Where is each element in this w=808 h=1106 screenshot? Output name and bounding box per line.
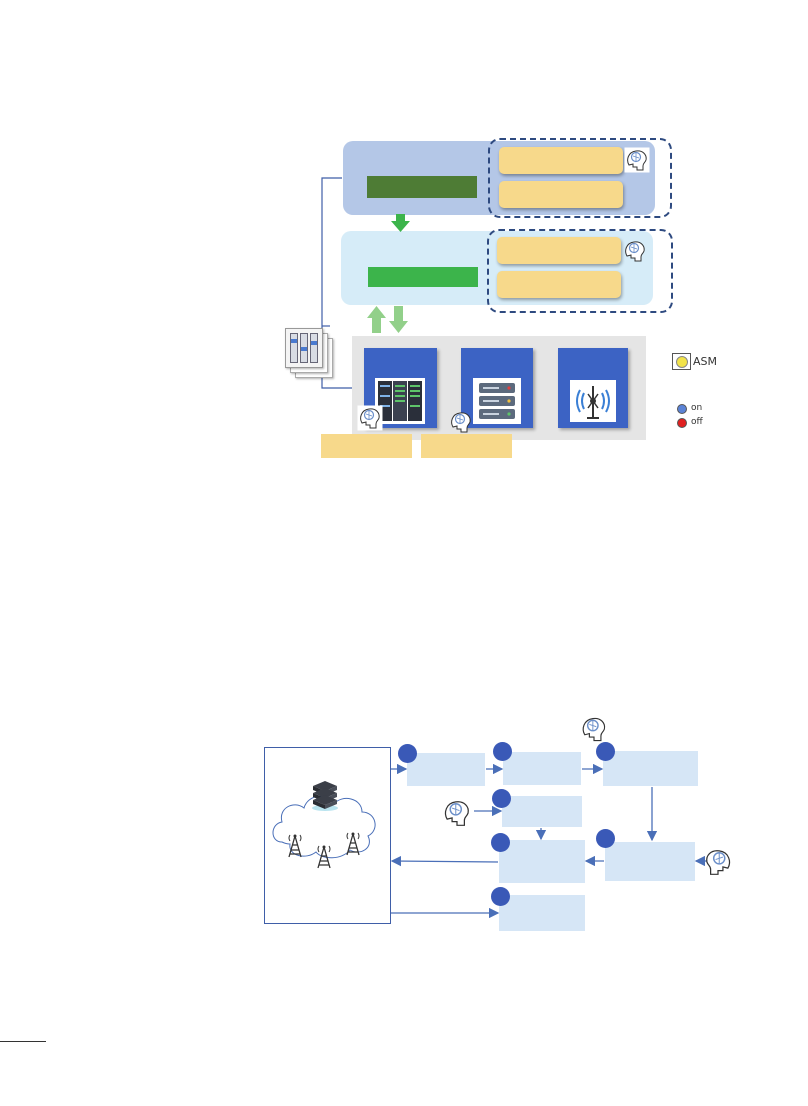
cell-tower-icon [346,832,360,856]
stacked-cards-icon [285,328,335,380]
brain-icon [624,147,650,173]
footer-rule [0,1041,46,1042]
top-ai-group [488,138,672,218]
step-circle-7 [491,887,510,906]
brain-icon [357,405,383,431]
step-circle-2 [493,742,512,761]
step-circle-6 [596,829,615,848]
flow-step-box-4 [502,796,582,827]
step-circle-5 [491,833,510,852]
flow-step-box-1 [407,753,485,786]
flow-step-box-7 [499,895,585,931]
legend-on-dot [677,404,687,414]
cloud-icon [272,795,376,859]
legend-off-label: off [691,417,703,427]
step-circle-1 [398,744,417,763]
server-rack-icon [375,378,425,424]
legend-off-dot [677,418,687,428]
cell-tower-icon [288,834,302,858]
server-icon [473,378,521,424]
step-circle-3 [596,742,615,761]
step-circle-4 [492,789,511,808]
brain-icon [582,717,606,742]
mid-function-box-2 [497,271,621,298]
mid-layer-green-bar [368,267,478,287]
legend-asm-label: ASM [693,355,717,368]
flow-step-box-2 [503,752,581,785]
flow-step-box-6 [605,842,695,881]
brain-icon [451,412,471,433]
device-function-box-1 [321,434,412,458]
mid-function-box-1 [497,237,621,264]
top-function-box-1 [499,147,623,174]
brain-icon [625,241,645,262]
server-icon [312,781,338,811]
legend-asm-swatch [672,353,691,370]
device-function-box-2 [421,434,512,458]
brain-icon [444,801,469,826]
top-layer-green-bar [367,176,477,198]
cell-tower-icon [317,845,331,869]
top-function-box-2 [499,181,623,208]
mid-ai-group [487,229,673,313]
legend-on-label: on [691,403,703,413]
brain-icon [706,850,731,875]
flow-step-box-5 [499,840,585,883]
antenna-icon [570,380,616,422]
flow-step-box-3 [603,751,698,786]
